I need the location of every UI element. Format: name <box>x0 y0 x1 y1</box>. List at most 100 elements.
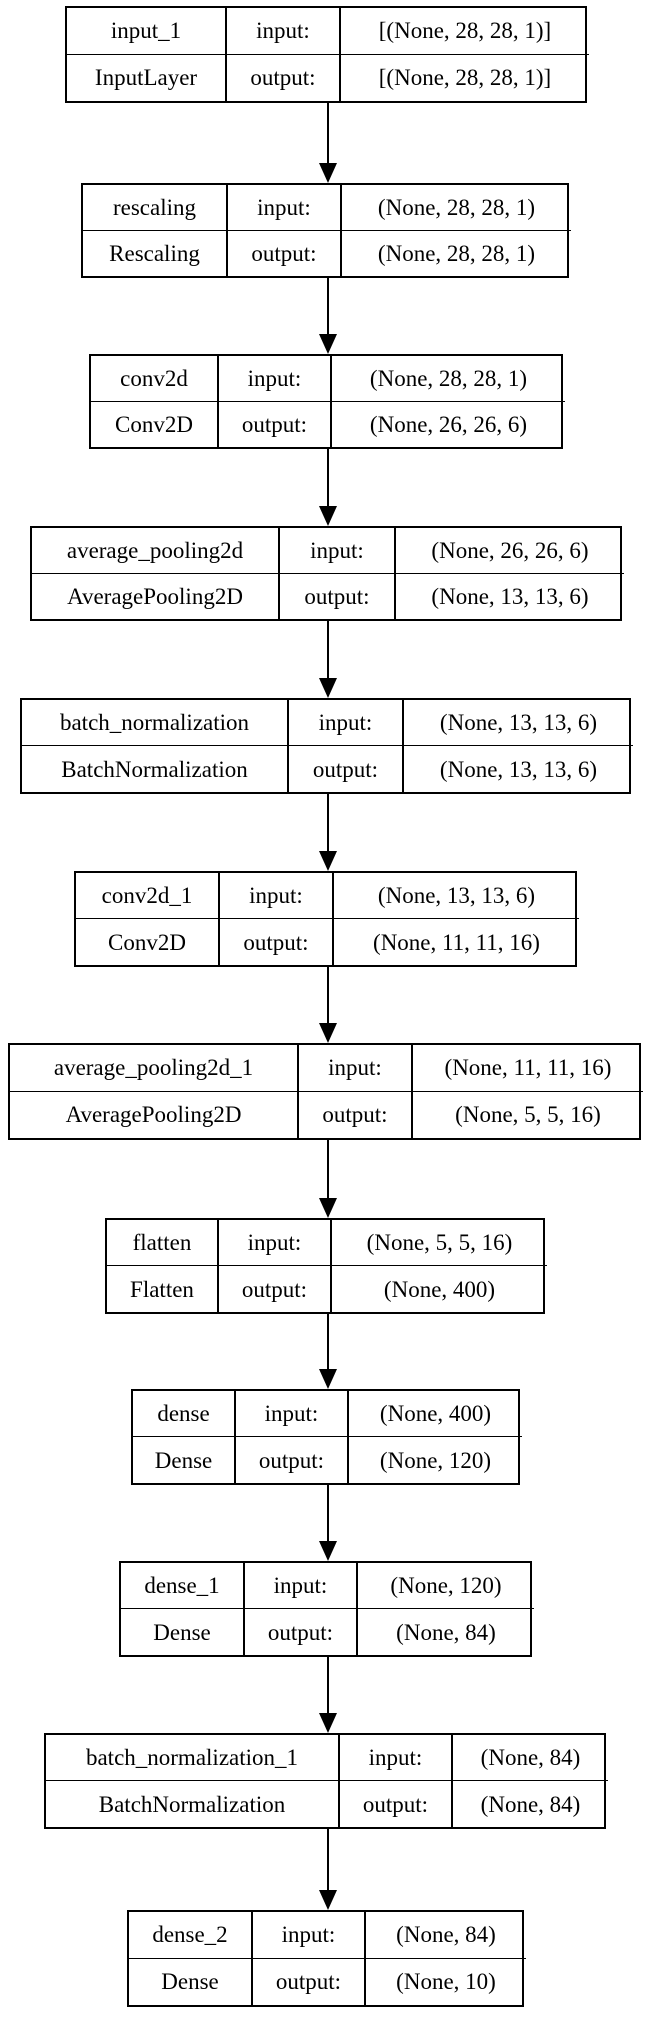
output-label: output: <box>245 1609 358 1655</box>
layer-name: flatten <box>107 1220 219 1266</box>
arrow-head-icon <box>319 1713 337 1733</box>
input-label: input: <box>289 700 404 746</box>
output-label: output: <box>220 919 334 965</box>
connection-arrow-line <box>327 449 329 506</box>
input-shape: (None, 11, 11, 16) <box>413 1045 643 1092</box>
input-shape: (None, 13, 13, 6) <box>404 700 633 746</box>
input-label: input: <box>340 1735 453 1781</box>
layer-type: BatchNormalization <box>22 746 289 792</box>
input-label: input: <box>228 185 342 231</box>
output-shape: (None, 84) <box>396 1619 496 1645</box>
connection-arrow-line <box>327 1485 329 1541</box>
connection-arrow-line <box>327 967 329 1023</box>
input-label: input: <box>280 528 396 574</box>
arrow-head-icon <box>319 334 337 354</box>
input-shape: (None, 84) <box>366 1912 526 1959</box>
layer-type: Dense <box>133 1437 236 1483</box>
connection-arrow-line <box>327 794 329 851</box>
input-label: input: <box>219 1220 332 1266</box>
output-label: output: <box>253 1958 366 2005</box>
input-shape: (None, 5, 5, 16) <box>332 1220 547 1266</box>
output-label: output: <box>340 1781 453 1827</box>
layer-type: Rescaling <box>83 230 228 276</box>
output-label: output: <box>227 54 341 101</box>
input-label: input: <box>299 1045 413 1092</box>
arrow-head-icon <box>319 678 337 698</box>
layer-type: AveragePooling2D <box>10 1091 299 1138</box>
arrow-head-icon <box>319 163 337 183</box>
layer-name: batch_normalization_1 <box>46 1735 340 1781</box>
output-shape: (None, 400) <box>383 1276 496 1302</box>
arrow-head-icon <box>319 851 337 871</box>
output-shape: (None, 11, 11, 16) <box>373 929 540 955</box>
connection-arrow-line <box>327 1314 329 1369</box>
output-shape: (None, 120) <box>379 1447 492 1473</box>
connection-arrow-line <box>327 103 329 163</box>
output-shape: (None, 10) <box>396 1969 496 1995</box>
output-shape: (None, 26, 26, 6) <box>369 411 528 437</box>
connection-arrow-line <box>327 1140 329 1198</box>
connection-arrow-line <box>327 278 329 334</box>
layer-type: AveragePooling2D <box>32 573 280 619</box>
input-label: input: <box>253 1912 366 1959</box>
connection-arrow-line <box>327 1657 329 1713</box>
connection-arrow-line <box>327 621 329 678</box>
layer-name: rescaling <box>83 185 228 231</box>
output-shape: (None, 13, 13, 6) <box>439 756 598 782</box>
layer-name: conv2d <box>91 356 219 402</box>
layer-type: Dense <box>121 1609 245 1655</box>
arrow-head-icon <box>319 506 337 526</box>
input-shape: (None, 400) <box>349 1391 522 1437</box>
input-label: input: <box>236 1391 349 1437</box>
input-shape: (None, 28, 28, 1) <box>342 185 571 231</box>
input-label: input: <box>245 1563 358 1609</box>
layer-name: input_1 <box>67 8 227 55</box>
layer-type: Flatten <box>107 1266 219 1312</box>
layer-name: average_pooling2d_1 <box>10 1045 299 1092</box>
layer-name: dense <box>133 1391 236 1437</box>
output-label: output: <box>228 230 342 276</box>
input-label: input: <box>220 873 334 919</box>
layer-name: conv2d_1 <box>76 873 220 919</box>
layer-type: Conv2D <box>76 919 220 965</box>
layer-type: Dense <box>129 1958 253 2005</box>
layer-name: average_pooling2d <box>32 528 280 574</box>
input-shape: (None, 120) <box>358 1563 534 1609</box>
arrow-head-icon <box>319 1890 337 1910</box>
arrow-head-icon <box>319 1023 337 1043</box>
output-label: output: <box>289 746 404 792</box>
layer-name: batch_normalization <box>22 700 289 746</box>
layer-name: dense_2 <box>129 1912 253 1959</box>
input-shape: (None, 13, 13, 6) <box>334 873 579 919</box>
input-label: input: <box>227 8 341 55</box>
input-label: input: <box>219 356 332 402</box>
input-shape: [(None, 28, 28, 1)] <box>341 8 589 55</box>
output-shape: (None, 28, 28, 1) <box>377 240 536 266</box>
layer-type: BatchNormalization <box>46 1781 340 1827</box>
layer-type: InputLayer <box>67 54 227 101</box>
input-shape: (None, 28, 28, 1) <box>332 356 565 402</box>
input-shape: (None, 26, 26, 6) <box>396 528 624 574</box>
connection-arrow-line <box>327 1829 329 1890</box>
output-shape: [(None, 28, 28, 1)] <box>378 65 552 91</box>
layer-name: dense_1 <box>121 1563 245 1609</box>
arrow-head-icon <box>319 1369 337 1389</box>
output-label: output: <box>299 1091 413 1138</box>
output-shape: (None, 84) <box>480 1791 581 1817</box>
arrow-head-icon <box>319 1198 337 1218</box>
output-shape: (None, 13, 13, 6) <box>431 583 589 609</box>
output-shape: (None, 5, 5, 16) <box>455 1102 601 1128</box>
